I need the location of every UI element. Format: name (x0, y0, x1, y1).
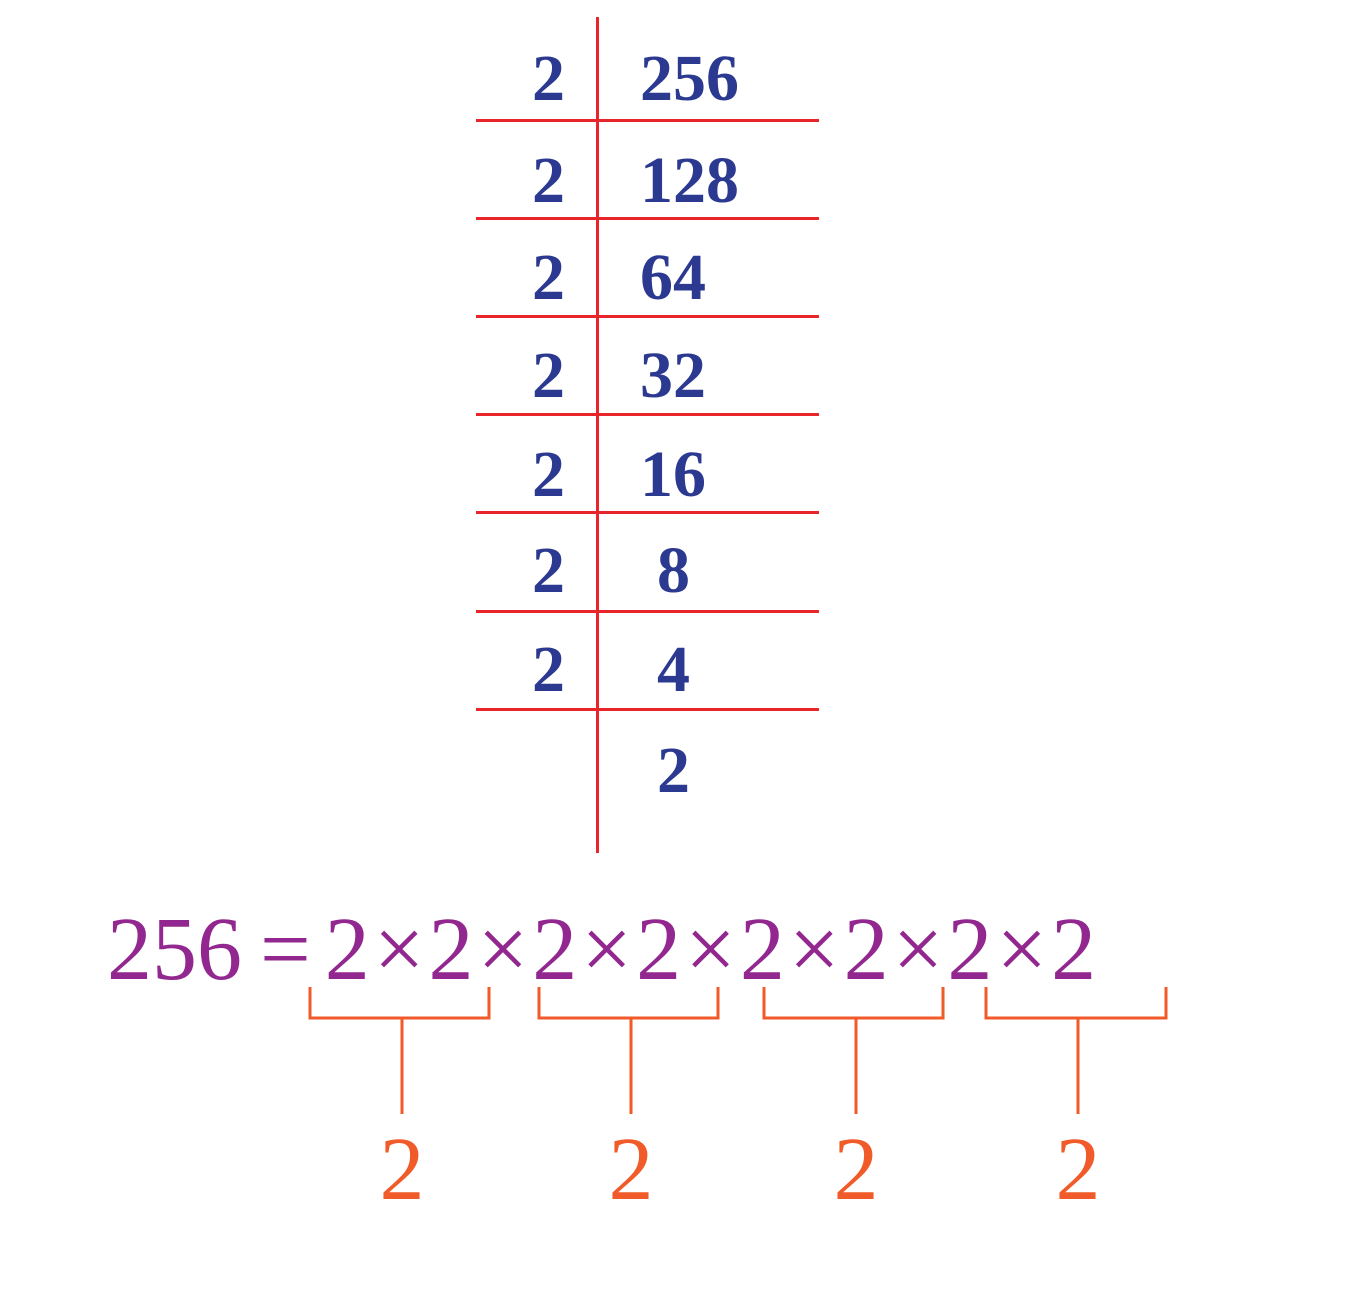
quotient: 8 (657, 534, 690, 607)
ladder-vertical-line (596, 17, 599, 853)
pair-result: 2 (833, 1120, 879, 1219)
pair-bracket (984, 987, 1168, 1114)
pair-result: 2 (379, 1120, 425, 1219)
factor: 2 (843, 900, 889, 999)
equation-lhs: 256 (107, 900, 242, 999)
divisor: 2 (532, 241, 565, 314)
factor: 2 (636, 900, 682, 999)
times-sign: × (581, 900, 633, 999)
dividend: 256 (640, 42, 739, 115)
pair-bracket (537, 987, 720, 1114)
ladder-row-divider (476, 413, 819, 416)
pair-bracket (308, 987, 491, 1114)
divisor: 2 (532, 42, 565, 115)
quotient: 4 (657, 633, 690, 706)
ladder-row-divider (476, 119, 819, 122)
times-sign: × (996, 900, 1048, 999)
quotient: 16 (640, 438, 706, 511)
times-sign: × (477, 900, 529, 999)
ladder-row-divider (476, 217, 819, 220)
factor: 2 (532, 900, 578, 999)
ladder-row-divider (476, 511, 819, 514)
final-quotient: 2 (657, 734, 690, 807)
factor: 2 (947, 900, 993, 999)
quotient: 128 (640, 144, 739, 217)
times-sign: × (892, 900, 944, 999)
divisor: 2 (532, 633, 565, 706)
pair-result: 2 (608, 1120, 654, 1219)
factor: 2 (324, 900, 370, 999)
factor: 2 (428, 900, 474, 999)
times-sign: × (373, 900, 425, 999)
times-sign: × (685, 900, 736, 999)
quotient: 64 (640, 241, 706, 314)
divisor: 2 (532, 144, 565, 217)
pair-result: 2 (1055, 1120, 1101, 1219)
pair-bracket (762, 987, 945, 1114)
ladder-row-divider (476, 708, 819, 711)
quotient: 32 (640, 339, 706, 412)
factor: 2 (739, 900, 785, 999)
divisor: 2 (532, 534, 565, 607)
divisor: 2 (532, 438, 565, 511)
factor: 2 (1051, 900, 1097, 999)
ladder-row-divider (476, 315, 819, 318)
equals-sign: = (260, 900, 311, 999)
factorization-equation: 256=2×2×2×2×2×2×2×2 (107, 900, 1096, 1000)
divisor: 2 (532, 339, 565, 412)
ladder-row-divider (476, 610, 819, 613)
times-sign: × (788, 900, 840, 999)
